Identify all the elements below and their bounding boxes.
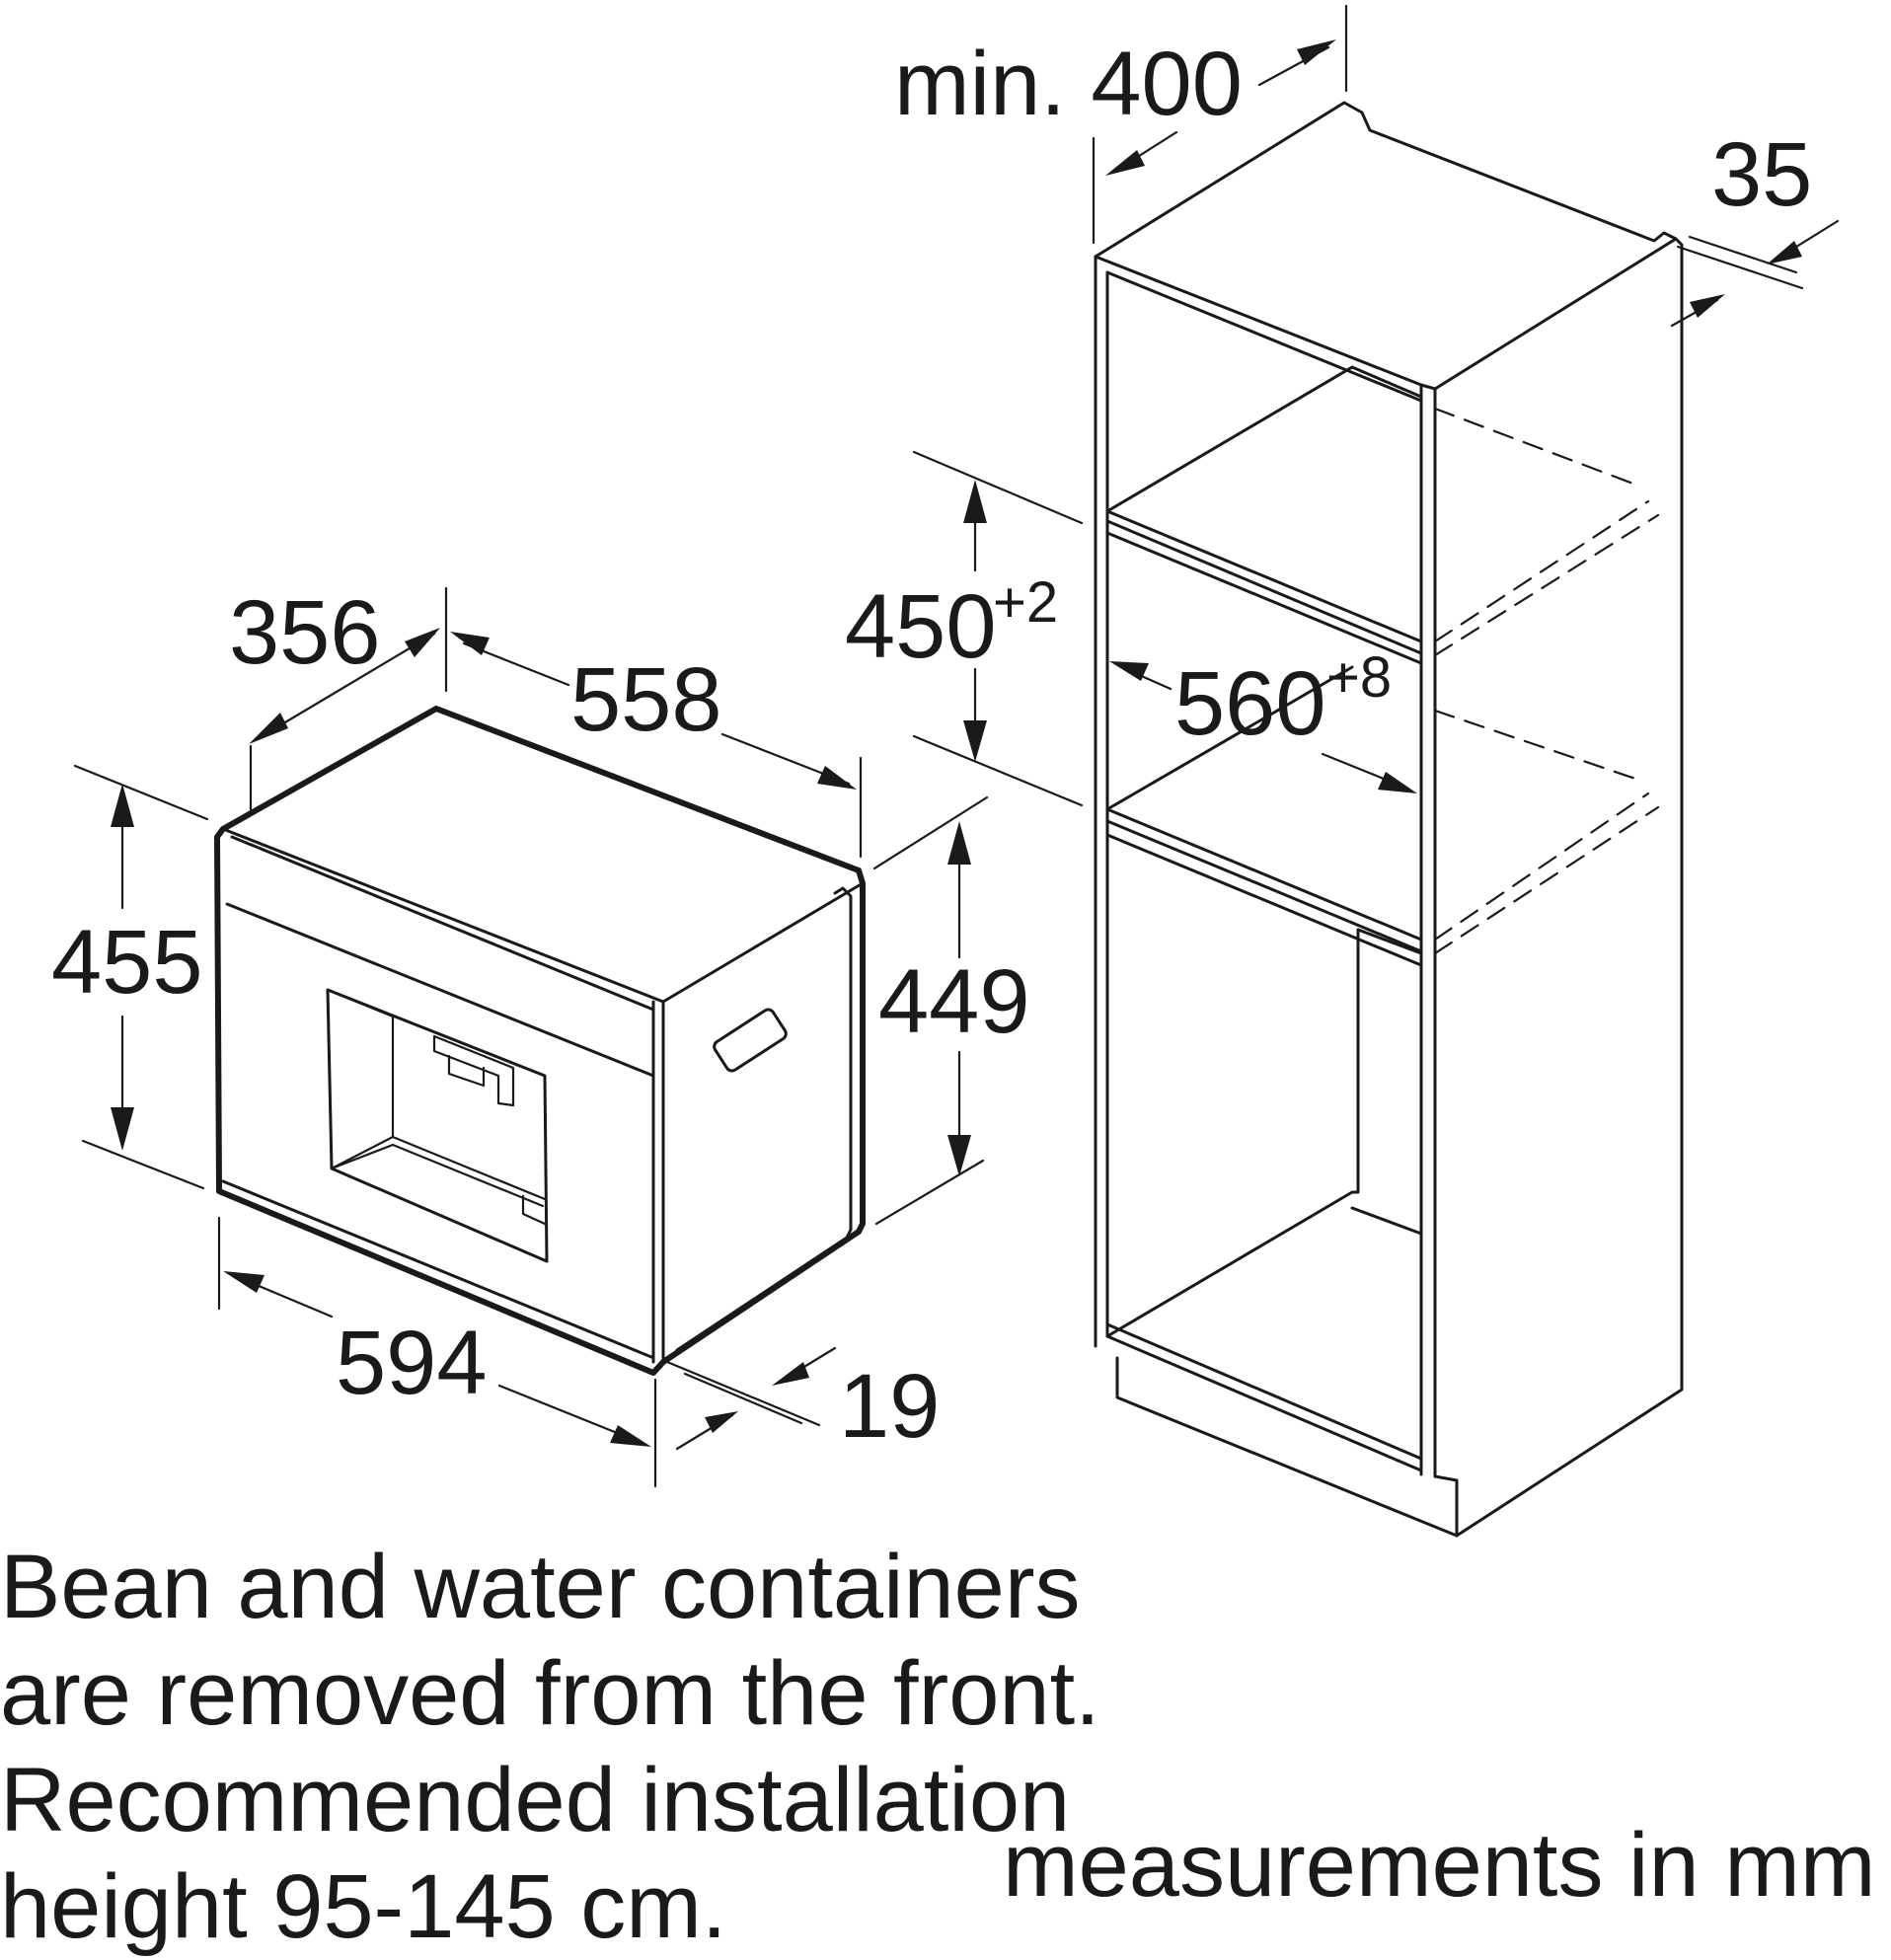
note-line-3: Recommended installation bbox=[0, 1750, 1071, 1850]
dim-35-extensions bbox=[1676, 235, 1804, 290]
dim-560-arrows bbox=[1109, 661, 1417, 793]
lower-compartment bbox=[1105, 833, 1423, 1472]
drip-tray-edge bbox=[330, 1143, 547, 1226]
note-line-2: are removed from the front. bbox=[0, 1643, 1100, 1744]
dim-35-arrows bbox=[1690, 241, 1802, 318]
dim-594-label: 594 bbox=[336, 1313, 488, 1413]
appliance-side-slot bbox=[713, 1008, 788, 1073]
cabinet-right-side bbox=[1455, 237, 1684, 1538]
dim-356-arrows bbox=[249, 628, 440, 744]
upper-compartment bbox=[1105, 270, 1423, 655]
dim-455-arrows bbox=[111, 784, 134, 1151]
dim-594-extensions bbox=[217, 1216, 657, 1488]
appliance-dimensions: 356 558 455 449 594 19 bbox=[51, 582, 1030, 1488]
dim-449-arrows bbox=[947, 821, 971, 1176]
coffee-outlet-spout bbox=[432, 1034, 515, 1107]
dim-560-tolerance: +8 bbox=[1326, 645, 1392, 710]
dim-450-tolerance: +2 bbox=[993, 570, 1058, 635]
cabinet-dimensions: min. 400 35 450 +2 560 +8 bbox=[845, 4, 1840, 807]
dim-558-label: 558 bbox=[570, 649, 722, 750]
appliance-top-back-edge bbox=[220, 706, 862, 873]
lower-shelf-dashed bbox=[1433, 709, 1660, 955]
dim-400-arrows bbox=[1105, 39, 1336, 176]
cabinet-drawing bbox=[1094, 101, 1684, 1538]
dim-449-extensions bbox=[872, 795, 989, 1226]
middle-compartment bbox=[1105, 531, 1423, 953]
dim-455-label: 455 bbox=[51, 912, 203, 1013]
installation-diagram: 356 558 455 449 594 19 bbox=[0, 4, 1875, 1957]
dim-356-extensions bbox=[249, 586, 448, 811]
dim-400-extensions bbox=[1092, 4, 1348, 245]
diagram-canvas: 356 558 455 449 594 19 bbox=[51, 4, 1840, 1538]
dim-450-label: 450 bbox=[845, 576, 997, 677]
dim-35-label: 35 bbox=[1711, 124, 1812, 225]
appliance-front-face-top bbox=[225, 902, 655, 1078]
dim-19-arrows bbox=[705, 1362, 809, 1433]
dim-455-extensions bbox=[73, 764, 209, 1190]
appliance-front-top-rim bbox=[221, 827, 865, 1004]
dim-356-line bbox=[257, 632, 436, 740]
cabinet-top-front-edge bbox=[1094, 255, 1423, 387]
note-line-4: height 95-145 cm. bbox=[0, 1856, 727, 1957]
coffee-outlet-inner bbox=[326, 988, 547, 1201]
dim-560-label: 560 bbox=[1174, 653, 1326, 754]
dim-19-extensions bbox=[665, 1360, 821, 1427]
coffee-outlet-niche bbox=[326, 988, 549, 1263]
appliance-drawing bbox=[214, 706, 866, 1376]
appliance-front-rim-inner bbox=[230, 835, 655, 1012]
dim-356-label: 356 bbox=[229, 582, 381, 683]
dim-450-extensions bbox=[912, 450, 1084, 807]
appliance-bottom-inner bbox=[221, 1179, 653, 1359]
note-line-1: Bean and water containers bbox=[0, 1537, 1081, 1637]
cabinet-top-outline bbox=[1094, 101, 1678, 391]
cabinet-plinth bbox=[1115, 1356, 1459, 1538]
installation-note: Bean and water containers are removed fr… bbox=[0, 1534, 1100, 1960]
cabinet-front-right-edge bbox=[1419, 383, 1437, 1478]
units-footer: measurements in mm bbox=[1003, 1815, 1876, 1916]
dim-19-label: 19 bbox=[839, 1356, 940, 1457]
upper-shelf-dashed bbox=[1433, 407, 1660, 657]
appliance-side-inner bbox=[675, 886, 853, 1352]
dim-400-label: min. 400 bbox=[894, 34, 1243, 134]
dim-449-label: 449 bbox=[878, 951, 1030, 1052]
